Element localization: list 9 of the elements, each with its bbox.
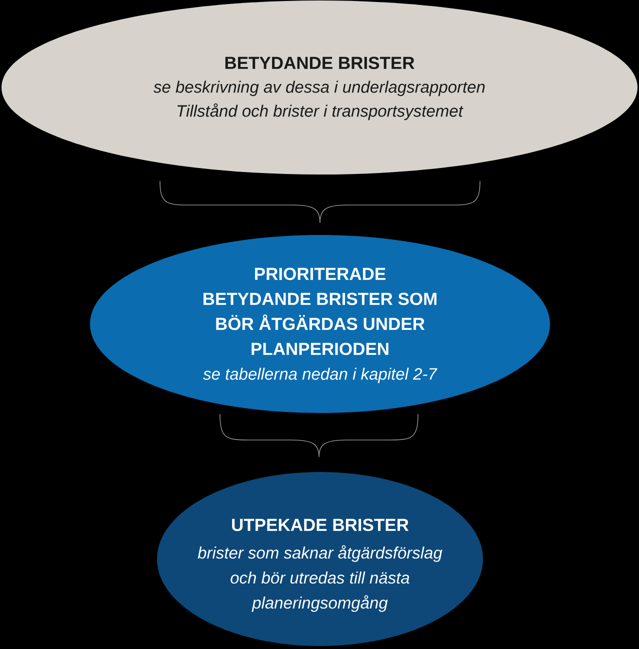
ellipse: [90, 235, 550, 413]
description: se beskrivning av dessa i underlagsrapporten Tillstånd och brister i transportsystemet: [154, 80, 485, 120]
ellipse: [157, 472, 483, 646]
heading: PRIORITERADE BETYDANDE BRISTER SOM BÖR ÅTGÄRDAS UNDER PLANPERIODEN: [204, 268, 436, 356]
description: se tabellerna nedan i kapitel 2-7: [203, 368, 438, 384]
heading: BETYDANDE BRISTER: [225, 56, 414, 70]
description: brister som saknar åtgärdsförslag och bör utredas till nästa planeringsomgång: [198, 545, 442, 612]
ellipse: [2, 0, 638, 174]
heading: UTPEKADE BRISTER: [232, 518, 409, 532]
